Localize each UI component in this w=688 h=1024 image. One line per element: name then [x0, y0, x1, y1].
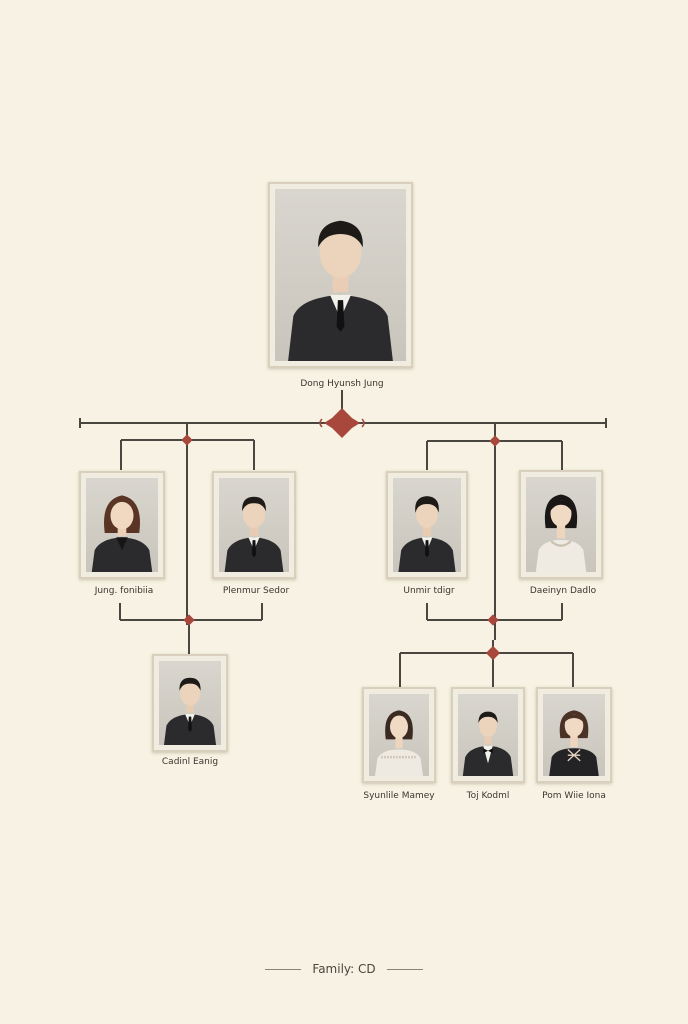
portrait-m5[interactable] — [152, 654, 228, 752]
person-icon — [535, 494, 587, 572]
portrait-m7[interactable] — [451, 687, 525, 783]
person-icon — [375, 710, 423, 776]
photo-root — [275, 189, 406, 361]
portrait-m8[interactable] — [536, 687, 612, 783]
photo-m4 — [526, 477, 596, 572]
person-icon — [398, 496, 456, 572]
person-icon — [91, 495, 153, 572]
name-m8: Pom Wiie Iona — [542, 791, 606, 801]
footer-label: Family: CD — [0, 962, 688, 976]
photo-m7 — [458, 694, 518, 776]
portrait-m6[interactable] — [362, 687, 436, 783]
person-icon — [163, 677, 217, 745]
photo-m2 — [219, 478, 289, 572]
footer-rule-left — [264, 969, 301, 970]
person-icon — [288, 220, 393, 361]
name-m5: Cadinl Eanig — [161, 757, 219, 767]
name-m6: Syunlile Mamey — [363, 791, 435, 801]
portrait-m4[interactable] — [519, 470, 603, 579]
portrait-root[interactable] — [268, 182, 413, 368]
photo-m5 — [159, 661, 221, 745]
photo-m6 — [369, 694, 429, 776]
photo-m1 — [86, 478, 158, 572]
portrait-m3[interactable] — [386, 471, 468, 579]
name-m7: Toj Kodml — [466, 791, 510, 801]
person-icon — [224, 496, 284, 572]
name-root: Dong Hyunsh Jung — [300, 379, 384, 389]
person-icon — [462, 711, 514, 776]
name-m4: Daeinyn Dadlo — [529, 586, 597, 596]
person-icon — [549, 710, 599, 776]
photo-m8 — [543, 694, 605, 776]
name-m3: Unmir tdigr — [403, 586, 455, 596]
name-m2: Plenmur Sedor — [222, 586, 290, 596]
footer-rule-right — [387, 969, 424, 970]
portrait-m2[interactable] — [212, 471, 296, 579]
footer-text: Family: CD — [312, 962, 376, 976]
name-m1: Jung. fonibiia — [94, 586, 154, 596]
portrait-m1[interactable] — [79, 471, 165, 579]
photo-m3 — [393, 478, 461, 572]
